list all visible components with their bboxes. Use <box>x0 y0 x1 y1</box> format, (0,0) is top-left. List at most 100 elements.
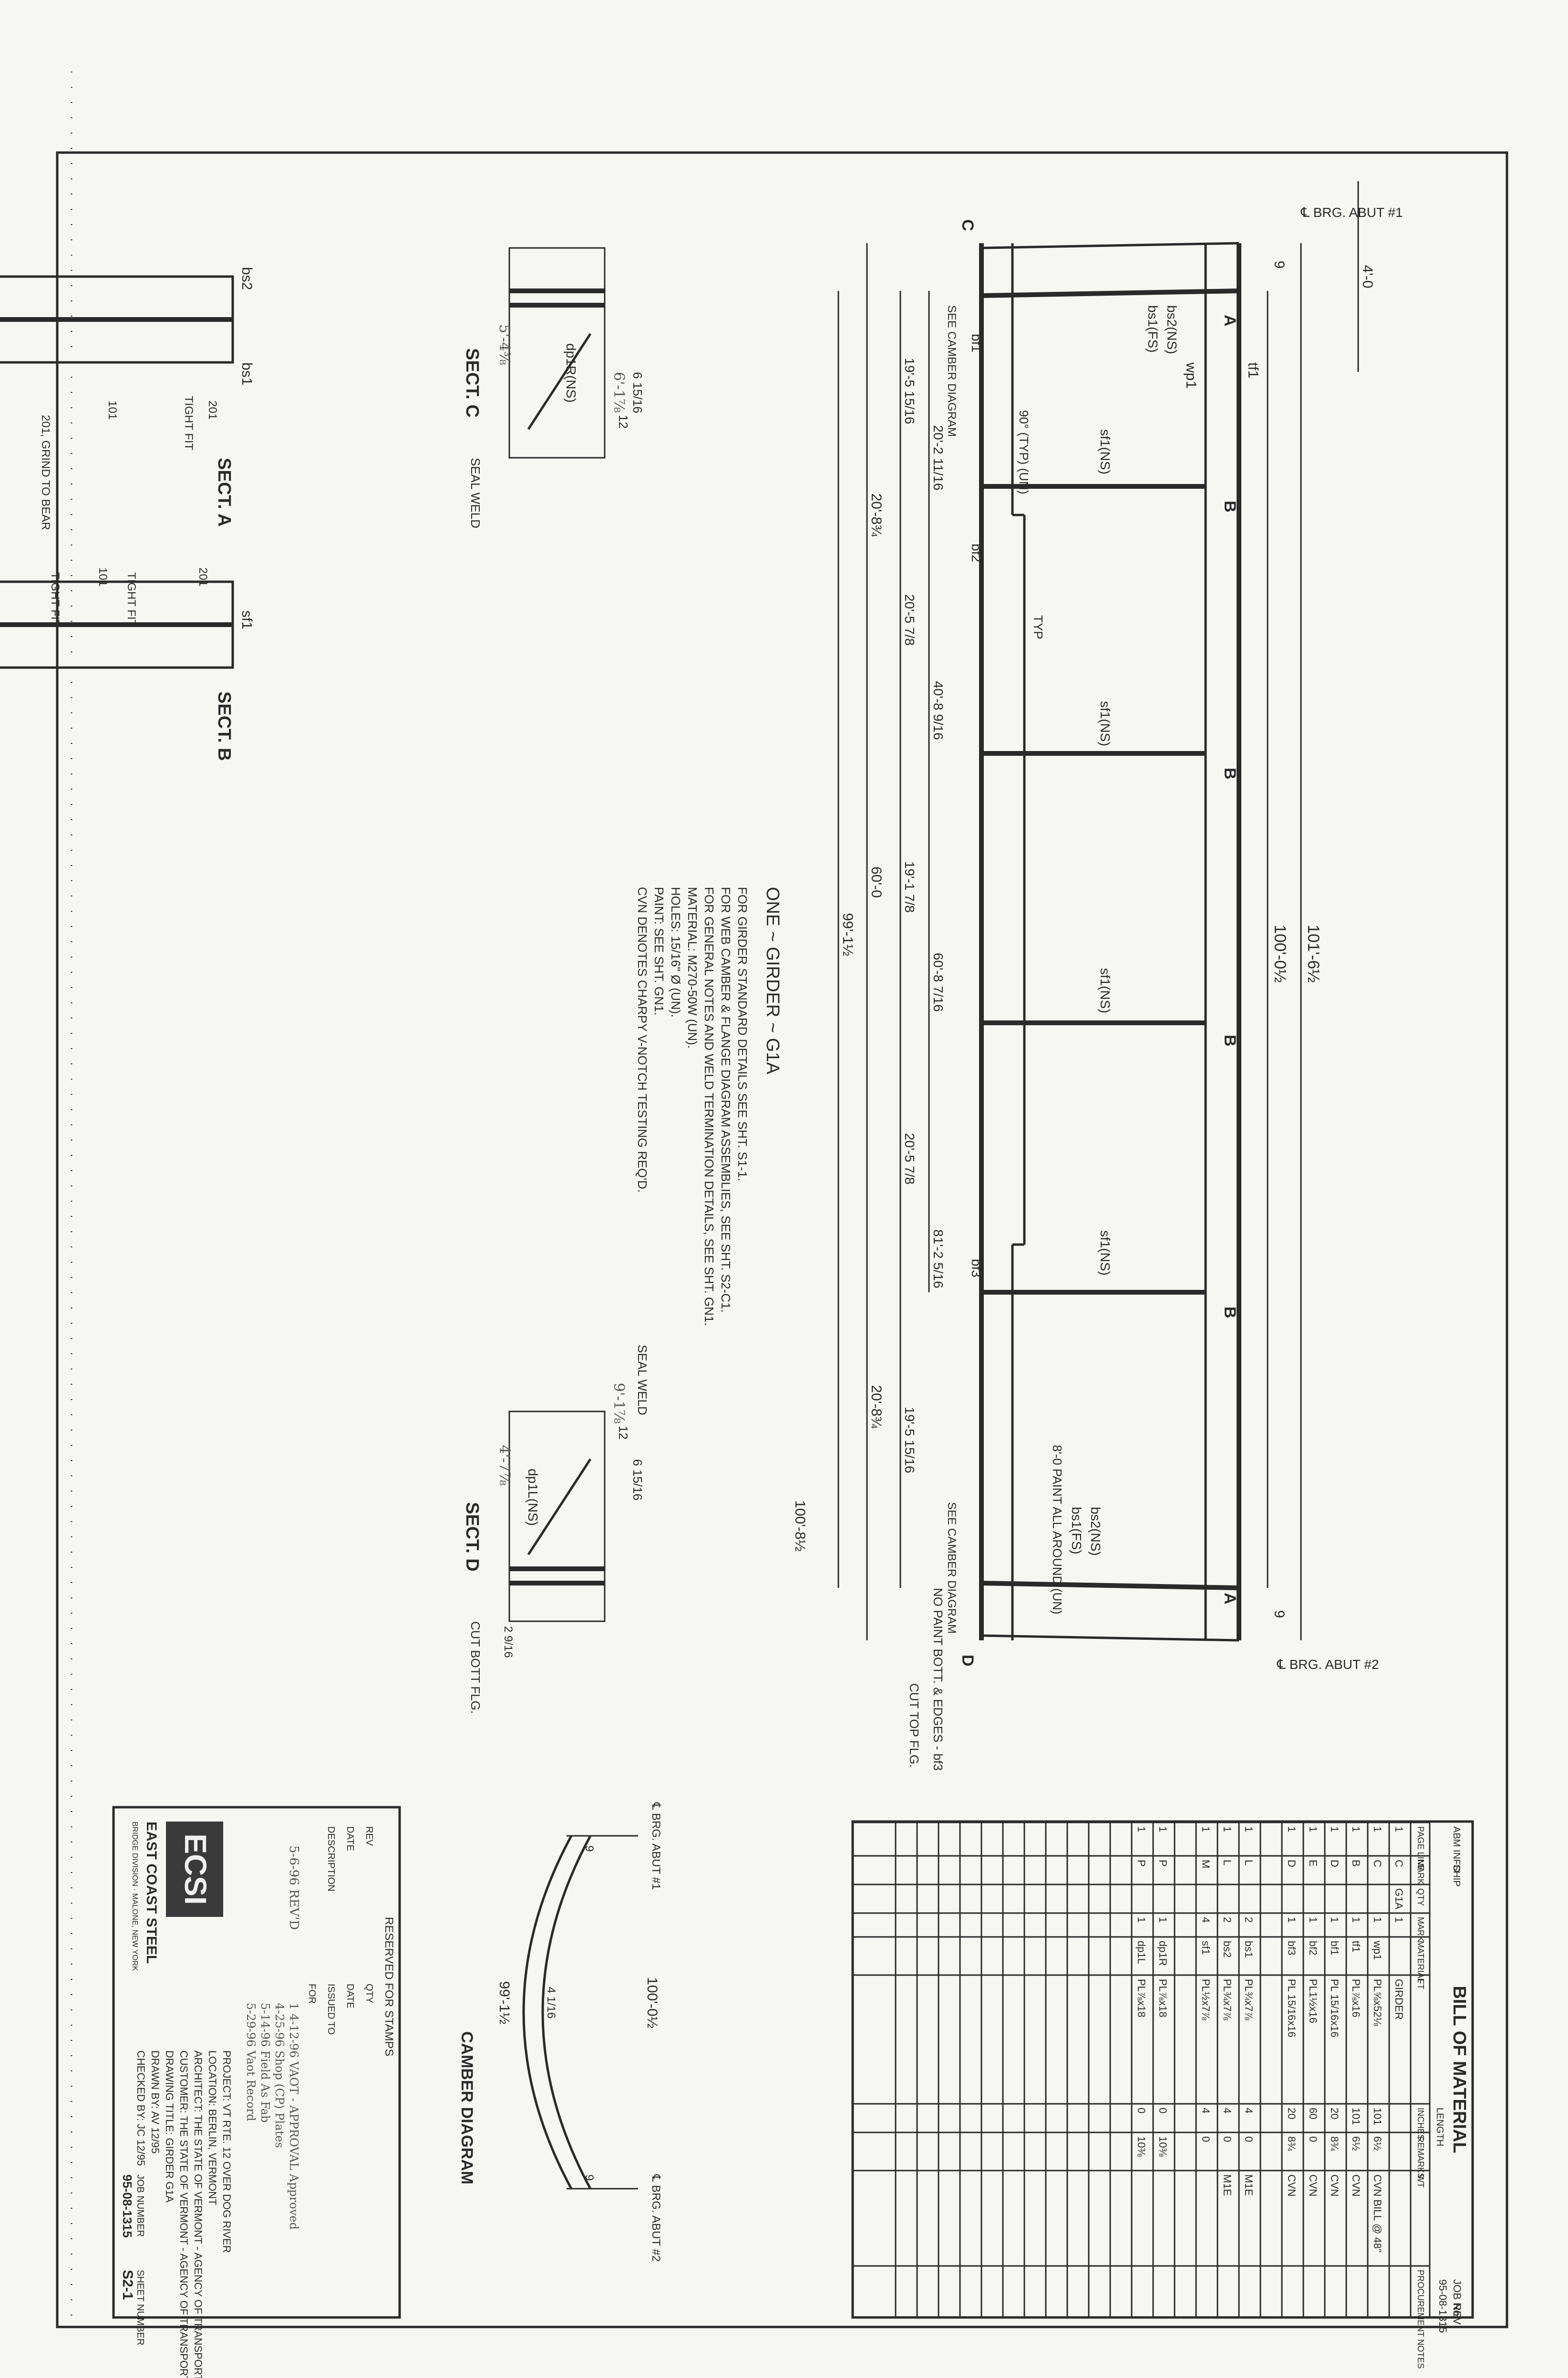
bom-abm-info: ABM INFO <box>1451 1826 1462 1873</box>
sect-b-mark-1: B <box>1221 501 1239 513</box>
sect-a-mark-1: A <box>1221 315 1239 327</box>
bs1-fs-label: bs1(FS) <box>1145 305 1160 353</box>
bom-cell: 4 <box>1243 2108 1255 2113</box>
section-a: bs2 bs1 TIGHT FIT 201, GRIND TO BEAR 201… <box>0 267 255 530</box>
camber-brg1: ℄ BRG. ABUT #1 <box>650 1802 662 1890</box>
bom-cell: 1 <box>1221 1826 1233 1832</box>
girder-end-right <box>981 1634 1239 1642</box>
dim-20-8-left: 20'-8¾ <box>868 494 884 537</box>
sf1-label-2: sf1(NS) <box>1098 701 1113 746</box>
company-address: BRIDGE DIVISION · MALONE, NEW YORK <box>131 1822 139 1971</box>
bom-cell: 1 <box>1329 1826 1341 1832</box>
bom-header-1: MARK <box>1416 1860 1425 1884</box>
date-col: DATE <box>345 1826 355 1851</box>
hand-rev: 5-6-96 REV'D <box>287 1845 301 1930</box>
bs1-fs-label-2: bs1(FS) <box>1069 1507 1084 1554</box>
bom-cell: M1E <box>1243 2174 1255 2196</box>
dim-60: 60'-0 <box>868 866 884 898</box>
note-4: MATERIAL: M270-50W (UN). <box>685 887 700 1049</box>
sect-b-weld-201: 201 <box>196 567 209 587</box>
reserved-stamps: RESERVED FOR STAMPS <box>382 1917 395 2057</box>
cut-bott-flg: CUT BOTT FLG. <box>468 1621 483 1714</box>
bom-cell: PL¾x7⅞ <box>1243 1979 1255 2020</box>
sf1-label-3: sf1(NS) <box>1098 968 1113 1013</box>
camber-brg2: ℄ BRG. ABUT #2 <box>650 2174 662 2262</box>
bom-cell: 4 <box>1200 2108 1212 2113</box>
hand-d2: 9'-1⅞ <box>610 1383 627 1424</box>
notes-title: ONE ~ GIRDER ~ G1A <box>763 887 783 1074</box>
bom-cell: 1 <box>1157 1917 1169 1923</box>
brg-abut2-label: ℄ BRG. ABUT #2 <box>1277 1657 1379 1672</box>
sect-b-tight-fit: TIGHT FIT <box>125 572 138 627</box>
bom-header-8: WT <box>1416 2174 1425 2188</box>
section-d: dp1L(NS) SEAL WELD SECT. D 4'-7⅞ 9'-1⅞ C… <box>462 1345 650 1714</box>
camber-dim-100: 100'-0½ <box>644 1977 660 2028</box>
bom-header-5: FT <box>1416 1979 1425 1989</box>
sect-c-outline <box>508 247 606 459</box>
sect-b-mark-3: B <box>1221 1035 1239 1047</box>
dim-6-15-d: 6 15/16 <box>630 1459 645 1501</box>
sect-b-title: SECT. B <box>214 691 234 761</box>
bf1-label: bf1 <box>969 334 984 352</box>
tb-sheet-label: SHEET NUMBER <box>135 2270 145 2346</box>
bs2-ns-label-2: bs2(NS) <box>1088 1507 1103 1556</box>
bom-cell: GIRDER <box>1393 1979 1405 2020</box>
sect-a-tight-fit: TIGHT FIT <box>182 396 195 451</box>
tb-customer: CUSTOMER: THE STATE OF VERMONT - AGENCY … <box>178 2050 190 2378</box>
dim-9-right: 9 <box>1271 1610 1287 1618</box>
sf1-label-4: sf1(NS) <box>1098 1230 1113 1276</box>
bom-cell: dp1L <box>1135 1941 1147 1964</box>
girder-end-left <box>981 242 1239 249</box>
bom-cell: 1 <box>1135 1826 1147 1832</box>
bom-cell: 1 <box>1329 1917 1341 1923</box>
tf1-label: tf1 <box>1245 362 1261 378</box>
bom-cell: 1 <box>1135 1917 1147 1923</box>
section-b: sf1 TIGHT FIT TIGHT FIT 201 101 SECT. B <box>0 567 255 761</box>
see-camber-1: SEE CAMBER DIAGRAM <box>945 305 958 437</box>
bom-cell: 8¾ <box>1286 2136 1298 2151</box>
bom-cell: 20 <box>1329 2108 1341 2119</box>
bom-ship: SHIP <box>1451 1864 1462 1887</box>
bom-cell: P <box>1157 1860 1169 1867</box>
bom-cell: 0 <box>1157 2108 1169 2113</box>
sheet-border <box>56 151 1508 2328</box>
general-notes: ONE ~ GIRDER ~ G1A FOR GIRDER STANDARD D… <box>635 887 783 1326</box>
note-2: FOR WEB CAMBER & FLANGE DIAGRAM ASSEMBLI… <box>719 887 733 1313</box>
issue-to: ISSUED TO <box>326 1984 336 2035</box>
section-c: dp1R(NS) SEAL WELD SECT. C 5'-4⅜ 6'-1⅞ 6… <box>462 247 645 528</box>
bom-cell: L <box>1221 1860 1233 1865</box>
bom-cell: 1 <box>1243 1826 1255 1832</box>
cut-top-flg: CUT TOP FLG. <box>907 1683 921 1768</box>
bom-header-0: PAGE LINE <box>1416 1826 1425 1871</box>
dim-20-5-a: 20'-5 7/8 <box>902 594 917 646</box>
bom-cell: 1 <box>1393 1917 1405 1923</box>
bs2-ns-label: bs2(NS) <box>1165 305 1179 354</box>
dim-9-left: 9 <box>1271 261 1287 269</box>
bom-cell: 1 <box>1200 1826 1212 1832</box>
company-name: EAST COAST STEEL <box>144 1822 159 1964</box>
bom-cell: 0 <box>1243 2136 1255 2142</box>
sect-b-sf1: sf1 <box>239 610 255 629</box>
bom-cell: 4 <box>1221 2108 1233 2113</box>
camber-dim-9-right: 9 <box>583 2174 596 2181</box>
bom-header-6: INCHES <box>1416 2108 1425 2140</box>
bom-length: LENGTH <box>1434 2108 1445 2146</box>
bom-cell: PL 15/16x16 <box>1286 1979 1298 2038</box>
desc-col: DESCRIPTION <box>326 1826 336 1892</box>
bom-cell: PL⅞x18 <box>1135 1979 1147 2018</box>
sect-b-weld-101: 101 <box>96 567 109 587</box>
tb-drawing-title: DRAWING TITLE: GIRDER G1A <box>164 2050 175 2203</box>
tb-architect: ARCHITECT: THE STATE OF VERMONT - AGENCY… <box>192 2050 204 2378</box>
camber-curve-top <box>541 1835 592 2190</box>
bom-header-row: PAGE LINEMARKQTYMARKMATERIALFTINCHESREMA… <box>1416 1826 1425 2369</box>
camber-curve-bottom <box>522 1835 573 2190</box>
bom-cell: C <box>1372 1860 1383 1867</box>
bom-cell: 0 <box>1221 2136 1233 2142</box>
paint-note: 8'-0 PAINT ALL AROUND (UN) <box>1050 1445 1064 1615</box>
bom-cell: 0 <box>1200 2136 1212 2142</box>
bom-cell: PL1½x16 <box>1307 1979 1319 2023</box>
dim-100-8: 100'-8½ <box>792 1500 808 1551</box>
see-camber-2: SEE CAMBER DIAGRAM <box>945 1502 958 1634</box>
bom-cell: PL¾x7⅞ <box>1221 1979 1233 2020</box>
